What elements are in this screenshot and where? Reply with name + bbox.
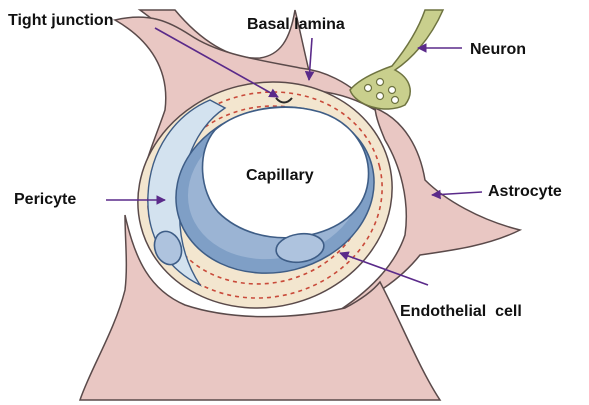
neuron-label: Neuron xyxy=(470,41,526,58)
tight-junction-label: Tight junction xyxy=(8,12,113,29)
basal-lamina-label: Basal lamina xyxy=(247,16,345,33)
pericyte-label: Pericyte xyxy=(14,191,76,208)
endothelial-cell-label: Endothelial cell xyxy=(400,303,522,320)
capillary-label: Capillary xyxy=(246,167,314,184)
neuron-terminal xyxy=(350,10,443,109)
astrocyte-label: Astrocyte xyxy=(488,183,562,200)
